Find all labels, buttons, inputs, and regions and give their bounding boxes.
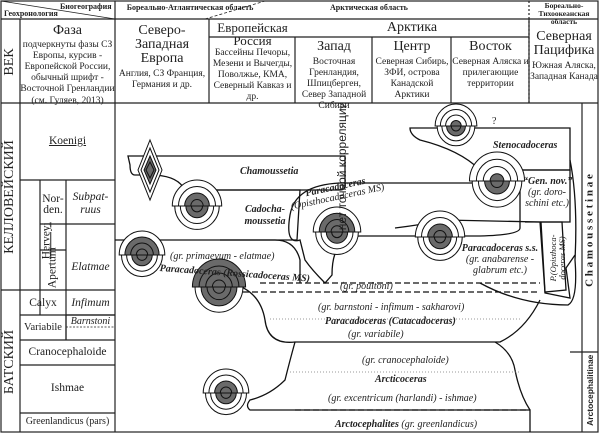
ammonite-fan-icon <box>414 210 466 238</box>
taxon-line: moussetia <box>244 216 286 227</box>
taxon-chamoussetia: Chamoussetia <box>240 166 299 177</box>
ammonite-fan-icon <box>434 103 478 127</box>
dotted-boundaries <box>270 318 520 373</box>
taxon-gen-nov: “Gen. nov.” (gr. doro- schini etc.) <box>523 176 573 209</box>
taxon-arcticoceras: Arcticoceras <box>375 374 427 385</box>
region-title: Европейская Россия <box>217 20 288 48</box>
phase-legend: подчеркнуты фазы СЗ Европы, курсив - Евр… <box>20 40 115 94</box>
taxon-name: Arctocephalites <box>335 419 399 430</box>
group-barnstoni-infimum-sakharovi: (gr. barnstoni - infimum - sakharovi) <box>318 302 465 313</box>
ammonite-fan-icon <box>120 254 164 278</box>
taxon-line: (gr. anabarense - <box>465 254 535 265</box>
ammonite-fan-icon <box>171 179 223 207</box>
realm-boreal-pacific: Бореально-Тихоокеанская область <box>538 1 590 26</box>
stenocadoceras-question: ? <box>492 116 497 127</box>
region-title: Северная Пацифика <box>533 29 595 58</box>
zone-cranocephaloide: Cranocephaloide <box>28 346 107 358</box>
zone-infimum: Infimum <box>71 297 110 309</box>
region-text: Северная Аляска и прилегающие территории <box>452 57 529 89</box>
group-primaevum-elatmae: (gr. primaevum - elatmae) <box>170 251 275 262</box>
zone-ishmae: Ishmae <box>50 382 85 394</box>
ammonite-fan-icon <box>417 236 463 261</box>
region-text: Южная Аляска, Западная Канада <box>530 61 598 82</box>
ammonite-fan-icon <box>312 206 362 233</box>
ammonite-fan-icon <box>436 125 476 147</box>
zone-calyx: Calyx <box>29 297 57 309</box>
group-cranocephaloide: (gr. cranocephaloide) <box>362 355 449 366</box>
taxon-line: Cadocha- <box>245 204 285 215</box>
zone-nordenskioeldi: Nor-den. <box>42 193 64 216</box>
realm-boreal-atlantic: Бореально-Атлантическая область <box>126 3 254 12</box>
group-variabile: (gr. variabile) <box>348 329 404 340</box>
group-excentricum-ishmae: (gr. excentricum (harlandi) - ishmae) <box>328 393 477 404</box>
region-nw-europe: Северо-Западная Европа Англия, СЗ Франци… <box>116 24 208 91</box>
region-arctic-west: Запад Восточная Гренландия, Шпицберген, … <box>296 40 372 112</box>
realm-arctic: Арктическая область <box>330 3 408 12</box>
group-poultoni: (gr. poultoni) <box>340 281 393 292</box>
region-arctic-center: Центр Северная Сибирь, ЗФИ, острова Кана… <box>373 40 451 101</box>
region-text: Бассейны Печоры, Мезени и Вычегды, Повол… <box>212 48 293 102</box>
region-title: Запад <box>317 39 351 54</box>
subfamily-chamoussetinae: C h a m o u s s e t i n a e <box>583 174 596 287</box>
taxon-line: schini etc.) <box>525 198 569 209</box>
zone-greenlandicus: Greenlandicus (pars) <box>25 416 110 427</box>
ammonite-symbols <box>118 103 526 416</box>
arctic-subregion: Арктика <box>386 20 438 35</box>
zone-barnstoni: Barnstoni <box>70 316 111 327</box>
taxon-line: glabrum etc.) <box>473 265 527 276</box>
ammonite-fan-icon <box>191 258 247 288</box>
ammonite-fan-icon <box>194 286 244 313</box>
taxon-group: (gr. greenlandicus) <box>401 419 478 430</box>
region-title: Центр <box>393 39 431 54</box>
zone-elatmae: Elatmae <box>71 261 110 273</box>
region-arctic-east: Восток Северная Аляска и прилегающие тер… <box>452 40 529 90</box>
phase-title: Фаза <box>52 23 83 38</box>
ammonite-fan-icon <box>471 180 523 208</box>
taxon-paracadoceras-ss: Paracadoceras s.s. (gr. anabarense - gla… <box>455 243 545 276</box>
ammonite-fan-icon <box>118 230 166 256</box>
corner-geochronology: Геохронология <box>4 9 58 18</box>
phase-reference: (см. Гуляев, 2013) <box>31 96 104 106</box>
taxon-line: “Gen. nov.” <box>523 176 573 187</box>
taxon-line: doceras MS) <box>557 236 567 280</box>
zone-koenigi: Koenigi <box>48 135 87 147</box>
stage-callovian: КЕЛЛОВЕЙСКИЙ <box>2 140 17 254</box>
dashed-boundaries <box>225 282 540 411</box>
subfamily-arctocephalitinae: Arctocephalitinae <box>584 354 595 426</box>
ammonite-fan-icon <box>315 231 359 255</box>
stage-bathonian: БАТСКИЙ <box>2 329 17 395</box>
region-text: Восточная Гренландия, Шпицберген, Север … <box>301 57 367 111</box>
region-title: Восток <box>469 39 512 54</box>
ammonite-fan-icon <box>204 392 248 416</box>
region-text: Северная Сибирь, ЗФИ, острова Канадской … <box>375 57 449 100</box>
region-north-pacific: Северная Пацифика Южная Аляска, Западная… <box>530 30 598 83</box>
ammonite-fan-icon <box>468 151 526 182</box>
taxon-cadochamoussetia: Cadocha- moussetia <box>230 205 300 227</box>
diamond-symbol-icon <box>137 138 163 202</box>
zone-apertum: Apertum <box>46 247 59 289</box>
no-correlation-note: нет точной корреляции <box>335 101 349 231</box>
ammonite-fan-icon <box>174 205 220 230</box>
zone-variabile: Variabile <box>24 322 62 333</box>
corner-biogeography: Биогеография <box>60 2 112 11</box>
region-text: Англия, СЗ Франция, Германия и др. <box>118 69 206 90</box>
stage-label: ВЕК <box>2 48 17 76</box>
ammonite-fan-icon <box>202 368 250 394</box>
taxon-p-opisthocadoceras: P.(Opisthoca- doceras MS) <box>548 225 567 291</box>
taxon-stenocadoceras: Stenocadoceras <box>493 140 558 151</box>
region-european-russia: Европейская Россия Бассейны Печоры, Мезе… <box>210 21 295 103</box>
taxon-line: (gr. doro- <box>528 187 566 198</box>
zone-subpatruus: Subpat-ruus <box>72 191 109 216</box>
region-title: Северо-Западная Европа <box>134 23 190 66</box>
taxon-arctocephalites: Arctocephalites (gr. greenlandicus) <box>335 420 477 430</box>
phase-column-header: Фаза подчеркнуты фазы СЗ Европы, курсив … <box>20 24 115 107</box>
taxon-line: Paracadoceras s.s. <box>461 243 539 254</box>
taxon-catacadoceras: Paracadoceras (Catacadoceras) <box>325 316 456 327</box>
